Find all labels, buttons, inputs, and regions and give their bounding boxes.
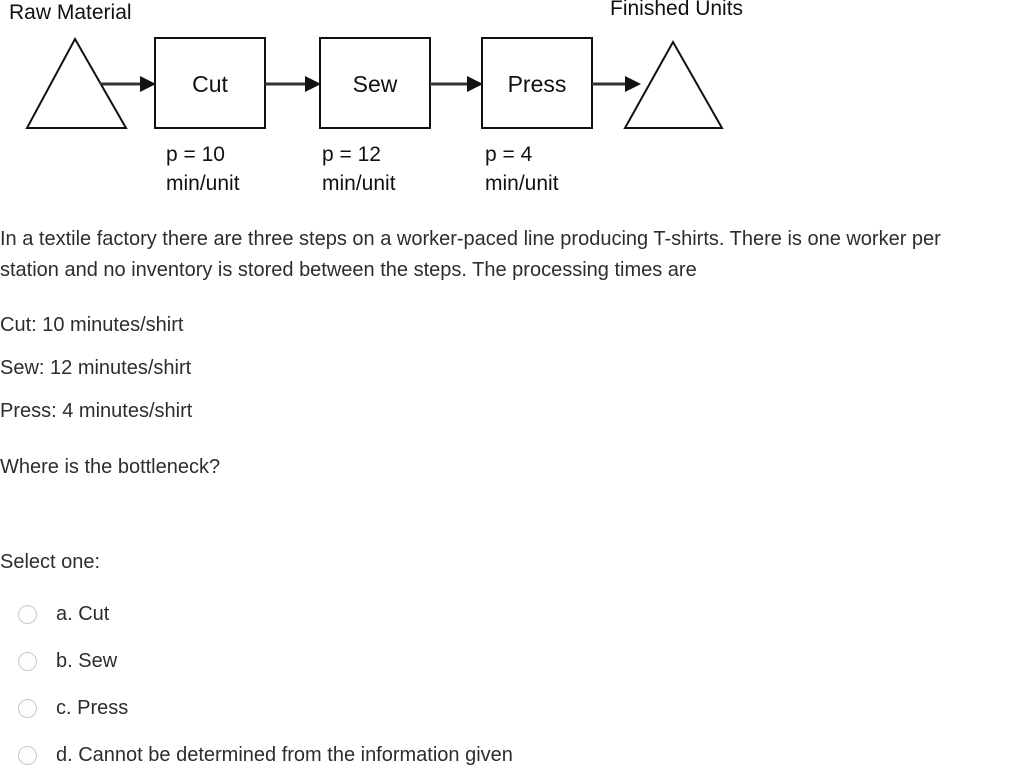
arrow-cut-to-sew [265, 76, 321, 92]
answer-option-b[interactable]: b. Sew [0, 638, 1010, 685]
finished-units-triangle [623, 39, 724, 129]
radio-button-c-icon[interactable] [18, 699, 37, 718]
process-flow-svg [25, 36, 724, 129]
processing-time-press: p = 4 min/unit [485, 143, 559, 195]
arrow-raw-to-cut [100, 76, 156, 92]
answer-options-group: Select one: a. Cut b. Sew c. Press d. Ca… [0, 549, 1010, 779]
question-body: In a textile factory there are three ste… [0, 224, 1010, 483]
raw-material-label: Raw Material [9, 1, 132, 24]
answer-option-c-label: c. Press [56, 697, 129, 719]
question-prompt: Where is the bottleneck? [0, 456, 221, 478]
processing-time-line-sew: Sew: 12 minutes/shirt [0, 357, 192, 379]
step-label-sew: Sew [352, 71, 398, 97]
question-intro-text: In a textile factory there are three ste… [0, 228, 941, 281]
answer-option-d[interactable]: d. Cannot be determined from the informa… [0, 732, 1010, 779]
processing-time-line-press: Press: 4 minutes/shirt [0, 400, 193, 422]
process-flow-diagram: Raw Material Finished Units Cut Sew Pres… [0, 0, 1024, 205]
radio-button-a-icon[interactable] [18, 605, 37, 624]
processing-time-sew: p = 12 min/unit [322, 143, 396, 195]
radio-button-d-icon[interactable] [18, 746, 37, 765]
answer-option-b-label: b. Sew [56, 650, 118, 672]
paragraph-spacer [0, 286, 1010, 304]
step-label-press: Press [507, 71, 567, 97]
answer-option-a[interactable]: a. Cut [0, 591, 1010, 638]
answer-option-c[interactable]: c. Press [0, 685, 1010, 732]
select-one-label: Select one: [0, 551, 101, 573]
step-label-cut: Cut [192, 71, 228, 97]
processing-time-cut: p = 10 min/unit [166, 143, 240, 195]
answer-option-a-label: a. Cut [56, 603, 110, 625]
radio-button-b-icon[interactable] [18, 652, 37, 671]
finished-units-label: Finished Units [610, 0, 744, 20]
step-box-cut [154, 37, 266, 129]
processing-time-line-cut: Cut: 10 minutes/shirt [0, 314, 184, 336]
arrow-press-to-finished [592, 76, 641, 92]
arrow-sew-to-press [430, 76, 483, 92]
answer-option-d-label: d. Cannot be determined from the informa… [56, 744, 513, 766]
